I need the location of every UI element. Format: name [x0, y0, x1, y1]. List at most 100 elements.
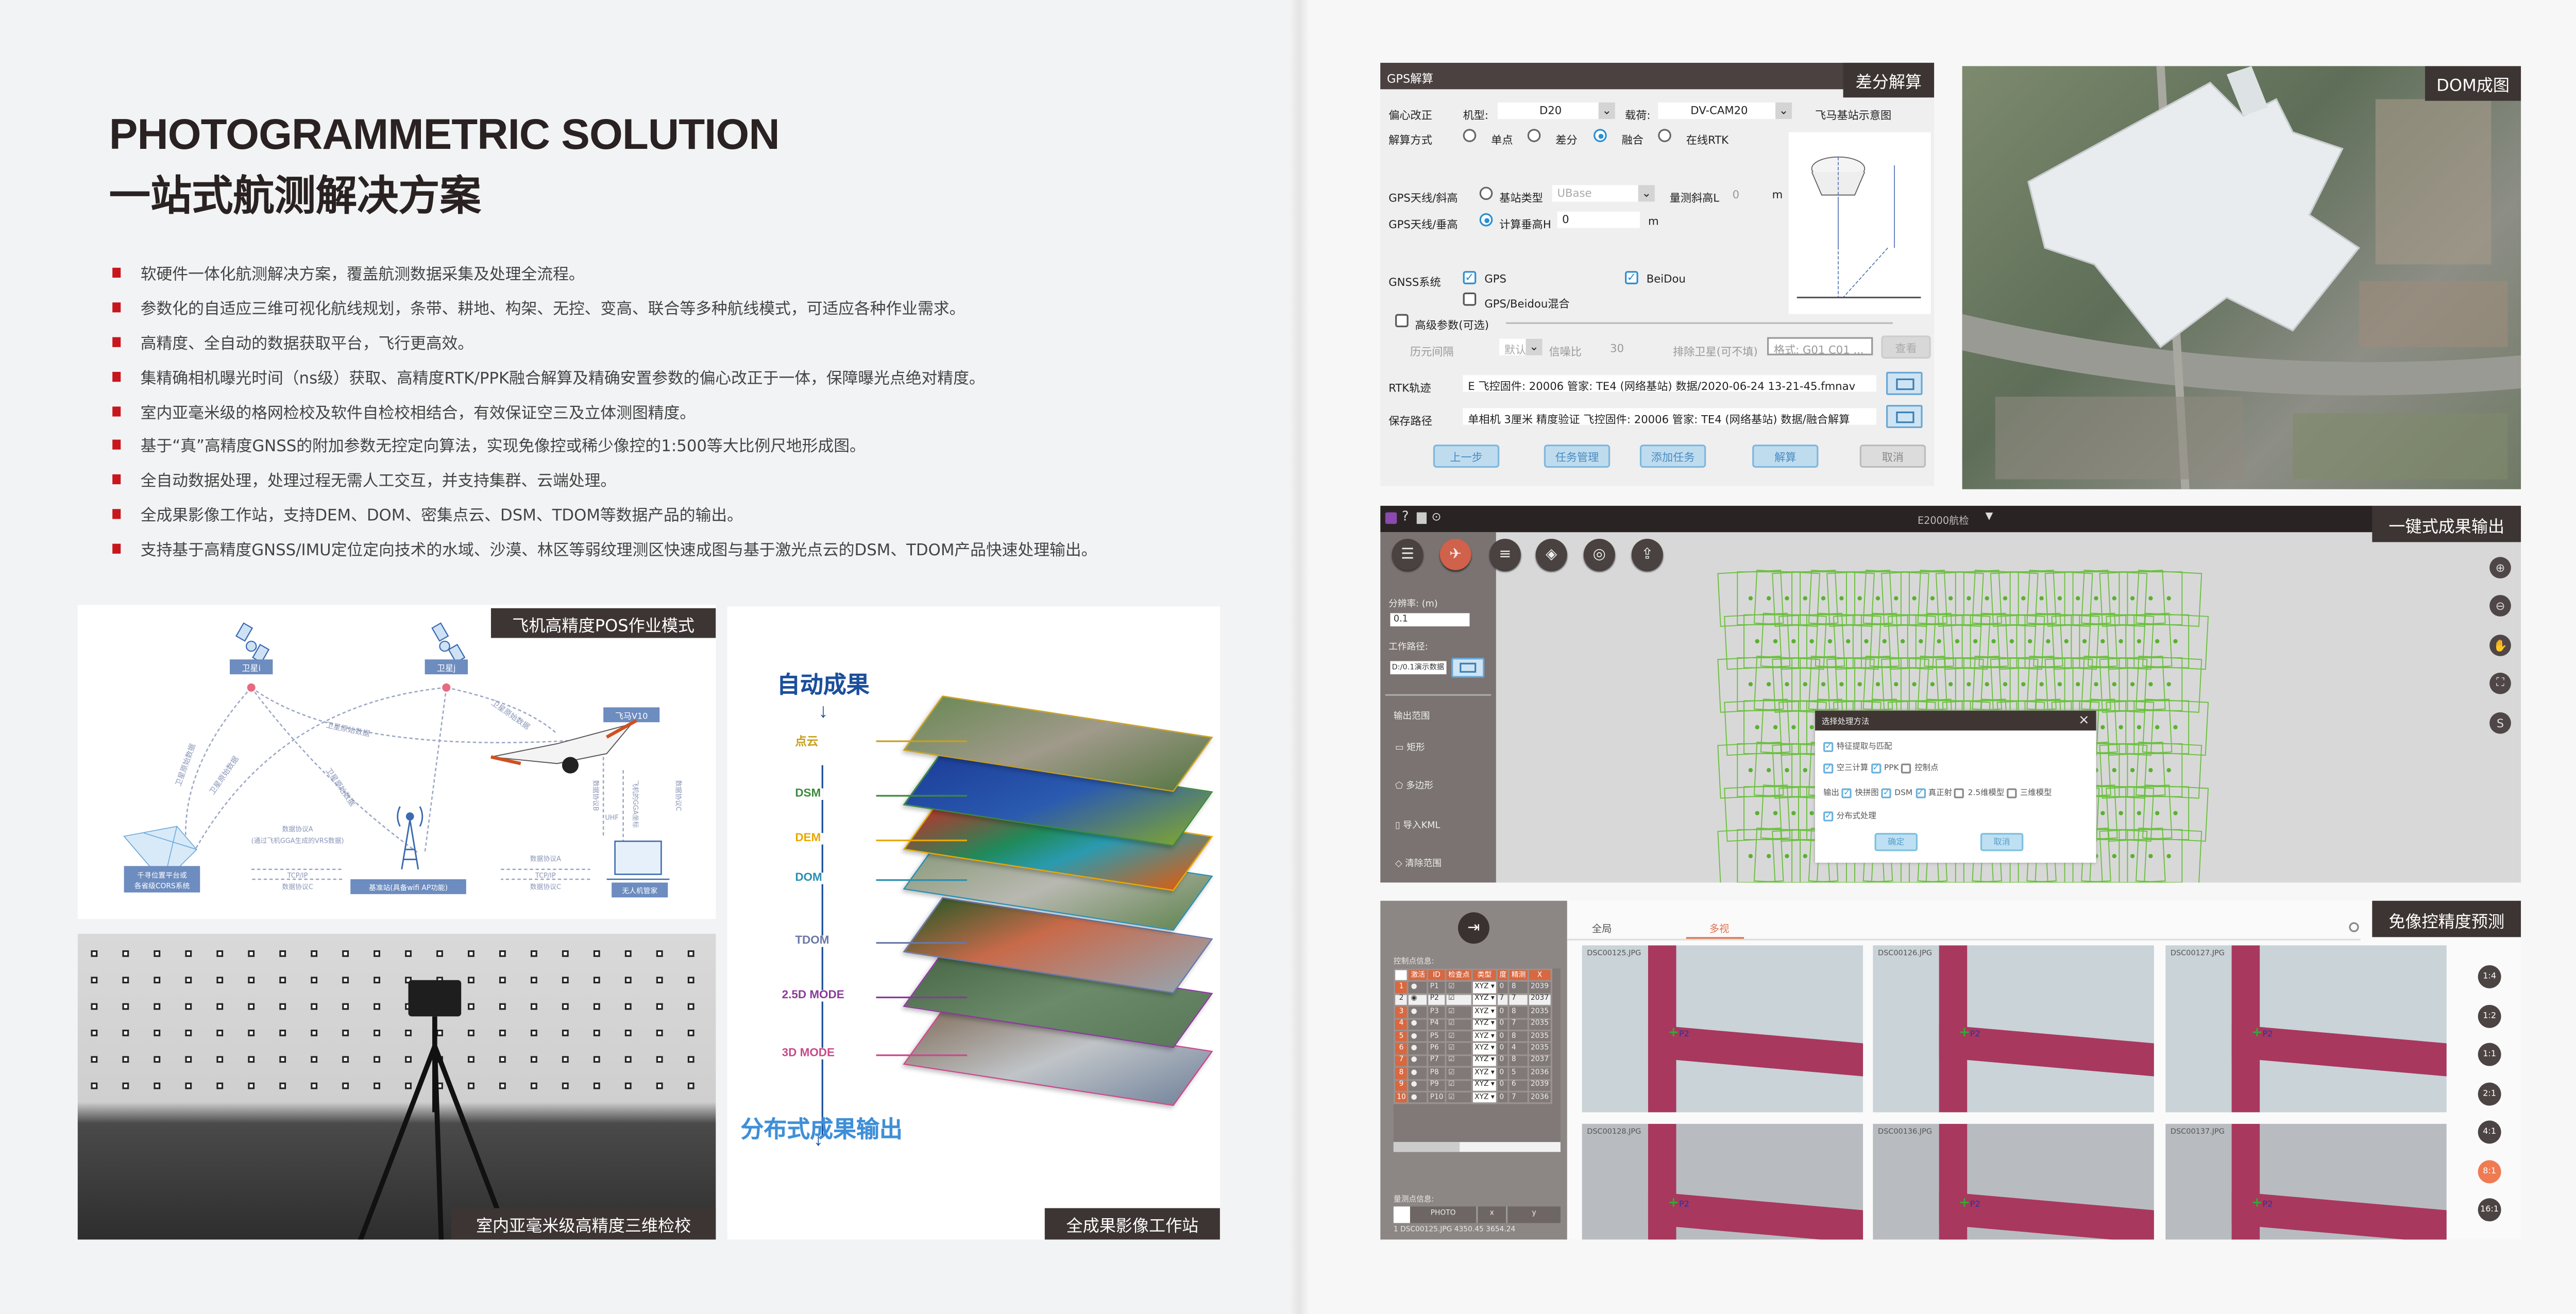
settings-list-icon[interactable]: ≡	[1489, 539, 1521, 570]
zoom-out-icon[interactable]: ⊖	[2489, 595, 2511, 617]
cancel-button[interactable]: 取消	[1859, 445, 1926, 468]
radio-fusion[interactable]	[1594, 129, 1607, 142]
active-radio[interactable]: ●	[1408, 1017, 1429, 1032]
payload-select[interactable]: DV-CAM20	[1658, 102, 1781, 120]
checkpoint-checkbox[interactable]: ☑	[1445, 1029, 1473, 1044]
type-select[interactable]: XYZ ▾	[1471, 1054, 1498, 1068]
chevron-down-icon[interactable]: ⌄	[1775, 102, 1792, 120]
tab-global[interactable]: 全局	[1591, 924, 1612, 936]
active-radio[interactable]: ●	[1408, 1066, 1429, 1080]
tab-multiview[interactable]: 多视	[1709, 924, 1730, 936]
type-select[interactable]: XYZ ▾	[1471, 980, 1498, 995]
close-icon[interactable]: ×	[2078, 712, 2090, 727]
option-distributed[interactable]: ✓分布式处理	[1823, 810, 1876, 822]
zoom-scale-button[interactable]: 2:1	[2478, 1082, 2501, 1105]
radio-calc-height[interactable]	[1479, 213, 1493, 227]
active-radio[interactable]: ●	[1408, 1054, 1429, 1068]
radar-icon[interactable]: ◎	[1583, 539, 1615, 570]
rtk-path-input[interactable]: E 飞控固件: 20006 管家: TE4 (网络基站) 数据/2020-06-…	[1463, 375, 1876, 392]
checkbox-mixed[interactable]	[1463, 292, 1477, 306]
checkpoint-checkbox[interactable]: ☑	[1445, 980, 1473, 995]
image-tile[interactable]: DSC00126.JPG+P2	[1873, 945, 2154, 1113]
radio-base-type[interactable]	[1479, 186, 1493, 200]
view-button[interactable]: 查看	[1881, 335, 1931, 359]
checkpoint-checkbox[interactable]: ☑	[1445, 1078, 1473, 1093]
radio-differential[interactable]	[1527, 129, 1541, 142]
resolution-input[interactable]: 0.1	[1390, 613, 1470, 627]
fullscreen-icon[interactable]: ⛶	[2489, 672, 2511, 694]
add-task-button[interactable]: 添加任务	[1639, 445, 1706, 468]
print-icon[interactable]	[1416, 512, 1427, 524]
dropdown-icon[interactable]: ▼	[1985, 510, 1993, 522]
active-radio[interactable]: ●	[1408, 1042, 1429, 1056]
zoom-in-icon[interactable]: ⊕	[2489, 557, 2511, 579]
image-tile[interactable]: DSC00125.JPG+P2	[1582, 945, 1863, 1113]
radio-icon[interactable]	[2349, 922, 2359, 932]
snr-value[interactable]: 30	[1610, 342, 1624, 355]
pan-hand-icon[interactable]: ✋	[2489, 635, 2511, 656]
checkbox-ppk[interactable]: ✓	[1871, 762, 1881, 773]
column-header[interactable]: X	[1527, 968, 1552, 983]
chevron-down-icon[interactable]: ⌄	[1598, 102, 1615, 120]
column-header[interactable]: ID	[1427, 968, 1447, 983]
image-tile[interactable]: DSC00128.JPG+P2	[1582, 1123, 1863, 1240]
settings-icon[interactable]: ⊙	[1431, 510, 1442, 524]
zoom-scale-button[interactable]: 16:1	[2478, 1198, 2501, 1222]
type-select[interactable]: XYZ ▾	[1471, 1029, 1498, 1044]
checkpoint-checkbox[interactable]: ☑	[1445, 1066, 1473, 1080]
base-type-select[interactable]: UBase	[1552, 185, 1652, 202]
option-feature[interactable]: ✓特征提取与匹配	[1823, 740, 1892, 752]
task-manage-button[interactable]: 任务管理	[1544, 445, 1611, 468]
zoom-scale-button[interactable]: 1:2	[2478, 1004, 2501, 1028]
active-radio[interactable]: ●	[1408, 1090, 1429, 1105]
checkbox[interactable]: ✓	[1823, 741, 1834, 752]
checkbox-beidou[interactable]: ✓	[1625, 271, 1638, 284]
horizontal-scrollbar[interactable]	[1393, 1142, 1561, 1152]
column-header[interactable]: 度	[1496, 968, 1510, 983]
checkpoint-checkbox[interactable]: ☑	[1445, 1005, 1473, 1019]
type-select[interactable]: XYZ ▾	[1471, 1078, 1498, 1093]
slant-value[interactable]: 0	[1732, 188, 1740, 202]
cancel-button[interactable]: 取消	[1980, 833, 2024, 851]
column-header[interactable]: 精测	[1508, 968, 1529, 983]
path-input[interactable]: D:/0.1演示数据	[1390, 661, 1447, 675]
checkbox[interactable]: ✓	[1823, 810, 1834, 821]
checkpoint-checkbox[interactable]: ☑	[1445, 1090, 1473, 1105]
column-header[interactable]: 激活	[1408, 968, 1429, 983]
list-icon[interactable]: ☰	[1392, 539, 1423, 570]
checkbox-advanced[interactable]	[1395, 314, 1409, 328]
checkpoint-checkbox[interactable]: ☑	[1445, 1042, 1473, 1056]
checkbox-gps[interactable]: ✓	[1463, 271, 1477, 284]
project-name[interactable]: E2000航检	[1917, 516, 1969, 527]
image-tile[interactable]: DSC00127.JPG+P2	[2165, 945, 2447, 1113]
active-radio[interactable]: ●	[1408, 1005, 1429, 1019]
solve-button[interactable]: 解算	[1752, 445, 1819, 468]
active-radio[interactable]: ●	[1408, 1029, 1429, 1044]
image-tile[interactable]: DSC00137.JPG+P2	[2165, 1123, 2447, 1240]
zoom-scale-button[interactable]: 4:1	[2478, 1120, 2501, 1144]
tool-rectangle[interactable]: ▭ 矩形	[1395, 740, 1425, 754]
map-layer-icon[interactable]: ◈	[1535, 539, 1567, 570]
checkpoint-checkbox[interactable]: ☑	[1445, 1017, 1473, 1032]
type-select[interactable]: XYZ ▾	[1471, 1066, 1498, 1080]
type-select[interactable]: XYZ ▾	[1471, 1042, 1498, 1056]
zoom-scale-button[interactable]: 8:1	[2478, 1159, 2501, 1183]
tool-polygon[interactable]: ⬠ 多边形	[1395, 778, 1433, 792]
type-select[interactable]: XYZ ▾	[1471, 1005, 1498, 1019]
radio-online-rtk[interactable]	[1658, 129, 1671, 142]
active-radio[interactable]: ◉	[1408, 993, 1429, 1007]
tool-clear-range[interactable]: ◇ 清除范围	[1395, 856, 1442, 869]
checkpoint-checkbox[interactable]: ☑	[1445, 993, 1473, 1007]
satellite-layer-icon[interactable]: S	[2489, 712, 2511, 734]
radio-single[interactable]	[1463, 129, 1477, 142]
tool-import-kml[interactable]: ▯ 导入KML	[1395, 818, 1440, 831]
folder-icon[interactable]	[1886, 371, 1923, 395]
height-input[interactable]: 0	[1557, 211, 1640, 228]
